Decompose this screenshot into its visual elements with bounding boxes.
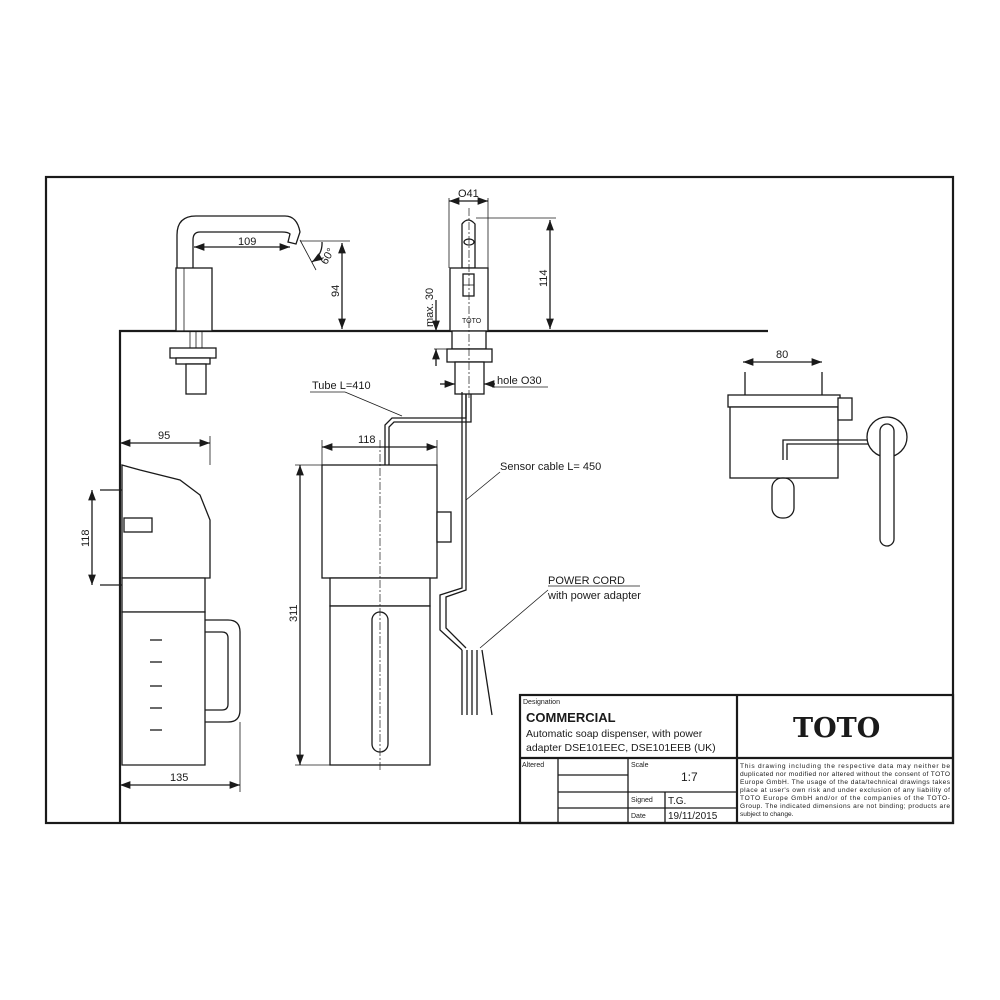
dim-sensor-diameter: O41 — [458, 188, 479, 200]
dim-front-width: 118 — [358, 434, 376, 446]
scale-label: Scale — [631, 762, 649, 769]
dim-side-bottle-depth: 135 — [170, 772, 188, 784]
label-power-cord-sub: with power adapter — [547, 590, 641, 602]
designation-label: Designation — [523, 699, 560, 706]
signed-value: T.G. — [668, 796, 686, 807]
drawing-title: COMMERCIAL — [526, 710, 616, 725]
top-view-drawing — [727, 358, 908, 547]
date-label: Date — [631, 813, 646, 820]
label-power-cord: POWER CORD — [548, 575, 625, 587]
spout-drawing — [169, 215, 350, 395]
sensor-logo: TOTO — [462, 318, 482, 325]
date-value: 19/11/2015 — [668, 811, 718, 822]
toto-logo: TOTO — [793, 713, 880, 744]
signed-label: Signed — [631, 797, 653, 804]
svg-text:This drawing including the res: This drawing including the respective da… — [740, 763, 950, 770]
label-tube: Tube L=410 — [312, 380, 371, 392]
front-view-drawing — [295, 440, 452, 770]
dim-side-depth: 95 — [158, 430, 170, 442]
sensor-drawing — [432, 197, 556, 400]
dim-sensor-height: 114 — [538, 269, 550, 287]
svg-text:place at user's own risk and u: place at user's own risk and under exclu… — [740, 787, 950, 794]
dim-spout-reach: 109 — [238, 236, 256, 248]
countertop-line — [118, 329, 768, 823]
dim-max-counter: max. 30 — [424, 288, 436, 327]
dim-side-height: 118 — [80, 529, 92, 547]
drawing-description-1: Automatic soap dispenser, with power — [526, 728, 703, 740]
disclaimer: This drawing including the respective da… — [740, 763, 951, 818]
altered-label: Altered — [522, 762, 544, 769]
svg-text:subject to change.: subject to change. — [740, 811, 794, 818]
scale-value: 1:7 — [681, 770, 698, 784]
svg-text:TOTO Europe GmbH and/or of the: TOTO Europe GmbH and/or of the companies… — [740, 795, 950, 802]
side-view-drawing — [88, 436, 241, 792]
dim-spout-height: 94 — [330, 285, 342, 297]
dim-top-width: 80 — [776, 349, 788, 361]
svg-text:Europe GmbH. The usage of the: Europe GmbH. The usage of the data/techn… — [740, 779, 951, 786]
drawing-frame — [44, 175, 955, 825]
label-sensor-cable: Sensor cable L= 450 — [500, 461, 601, 473]
svg-text:Group. The indicated dimension: Group. The indicated dimensions are not … — [740, 803, 950, 810]
svg-text:duplicated nor modified nor al: duplicated nor modified nor altered with… — [740, 771, 950, 778]
title-block — [518, 693, 955, 825]
label-hole: hole O30 — [497, 375, 542, 387]
drawing-description-2: adapter DSE101EEC, DSE101EEB (UK) — [526, 742, 716, 754]
dim-front-height: 311 — [288, 604, 300, 622]
